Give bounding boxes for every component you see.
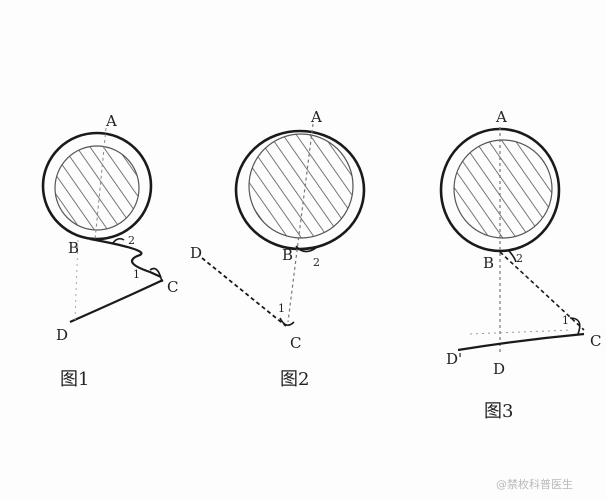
figure-3-label-b: B bbox=[483, 254, 494, 272]
figure-1-label-d: D bbox=[56, 326, 68, 344]
figure-3: A B C D D' 1 2 图3 bbox=[439, 108, 601, 422]
figure-1-angle-2-label: 2 bbox=[128, 234, 135, 247]
figure-1-label-a: A bbox=[105, 112, 117, 130]
figure-3-angle-2-label: 2 bbox=[516, 252, 523, 265]
figure-3-label-d-prime: D' bbox=[446, 350, 462, 368]
figure-2-label-c: C bbox=[290, 334, 301, 352]
figure-1-caption: 图1 bbox=[60, 369, 89, 390]
figure-2-line-dc bbox=[201, 257, 287, 327]
figure-3-angle-1-arc bbox=[569, 317, 581, 335]
figure-3-label-c: C bbox=[590, 332, 601, 350]
figure-2-caption: 图2 bbox=[280, 369, 309, 390]
figure-3-label-d: D bbox=[493, 360, 505, 378]
figure-2-label-b: B bbox=[282, 246, 293, 264]
figure-1-angle-2-arc bbox=[111, 237, 125, 245]
figure-2: A B C D 1 2 图2 bbox=[190, 108, 366, 390]
figure-1-label-c: C bbox=[167, 278, 178, 296]
figure-3-angle-2-arc bbox=[507, 249, 517, 263]
figure-2-label-a: A bbox=[310, 108, 322, 126]
figure-3-line-cd bbox=[457, 332, 585, 352]
figure-3-line-bc bbox=[499, 251, 585, 331]
figure-3-dashed-horizontal bbox=[469, 329, 573, 335]
figure-1: A B C D 1 2 图1 bbox=[41, 112, 178, 390]
figure-3-inner-disc bbox=[453, 139, 553, 239]
figure-2-inner-disc bbox=[248, 133, 354, 239]
figure-2-angle-2-label: 2 bbox=[313, 256, 320, 269]
figure-3-caption: 图3 bbox=[484, 401, 513, 422]
figure-3-angle-1-label: 1 bbox=[562, 314, 569, 327]
figure-1-axis-line bbox=[94, 127, 107, 241]
figure-1-angle-1-arc bbox=[149, 267, 163, 283]
figure-1-curve-bc bbox=[89, 237, 162, 279]
figure-1-label-b: B bbox=[68, 239, 79, 257]
watermark-text: @禁枚科普医生 bbox=[496, 477, 573, 491]
figure-3-label-a: A bbox=[495, 108, 507, 126]
figure-2-angle-1-arc bbox=[279, 317, 295, 326]
figure-2-angle-2-arc bbox=[295, 245, 317, 253]
figure-2-angle-1-label: 1 bbox=[278, 302, 285, 315]
figure-2-label-d: D bbox=[190, 244, 202, 262]
figure-1-outer-circle bbox=[41, 131, 153, 241]
figure-1-line-cd bbox=[69, 279, 164, 324]
figure-1-dashed-extension bbox=[74, 239, 79, 321]
figure-1-angle-1-label: 1 bbox=[133, 268, 140, 281]
figure-1-inner-disc bbox=[54, 145, 140, 231]
